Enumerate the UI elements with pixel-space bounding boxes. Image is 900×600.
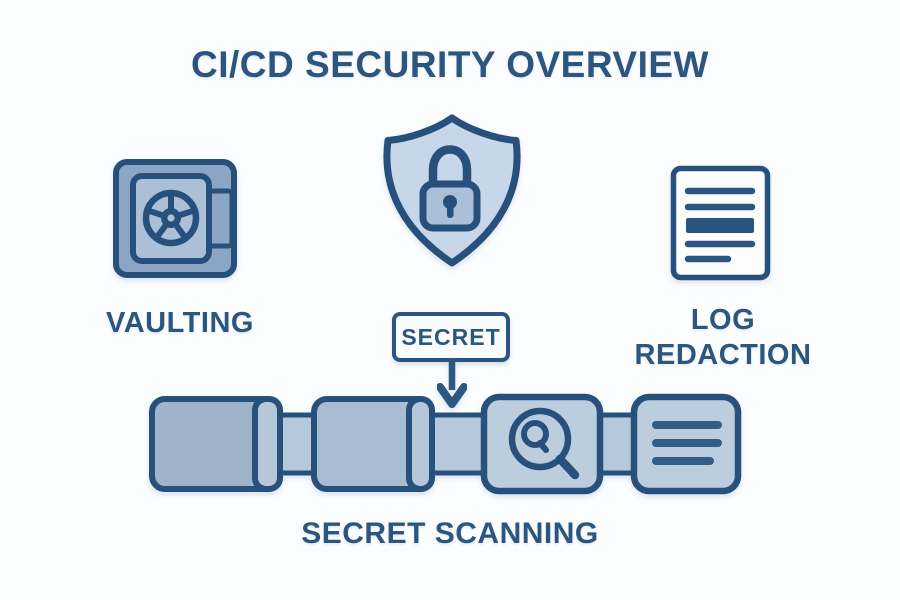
dial-wheel-icon [142,189,200,247]
log-redaction-label-line2: REDACTION [634,339,812,371]
pipe-segment-log [630,393,742,495]
arrow-down-icon [437,359,467,413]
pipe-segment-1 [149,396,283,492]
pipeline-segments [148,393,742,496]
vaulting-label: VAULTING [106,307,254,339]
padlock-icon [419,145,481,232]
redacted-document-icon [670,165,771,281]
log-redaction-label-line1: LOG [690,304,756,336]
safe-vault-icon [112,158,238,279]
secret-tag-label: SECRET [401,323,501,350]
log-lines-icon [652,421,722,465]
log-redaction-label: LOG REDACTION [592,303,854,373]
secret-tag: SECRET [392,312,510,362]
secret-scanning-label: SECRET SCANNING [301,517,599,550]
page-title: CI/CD SECURITY OVERVIEW [191,44,709,85]
shield-lock-icon [377,112,527,270]
redaction-bar [686,218,754,233]
magnifier-icon [508,407,580,480]
pipe-segment-scanner [480,393,604,495]
pipe-segment-2 [311,396,435,492]
